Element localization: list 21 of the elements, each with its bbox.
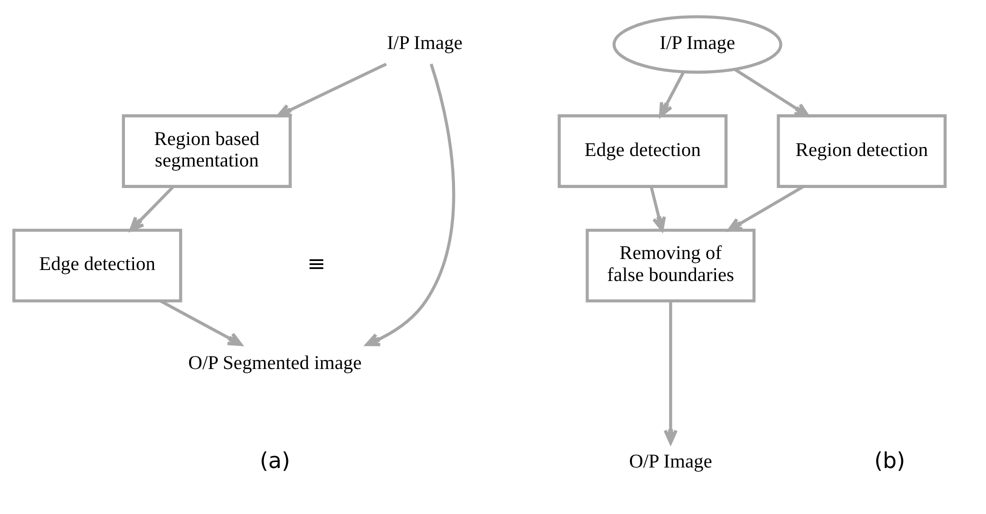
arrow — [726, 184, 804, 232]
label: (b) — [874, 448, 905, 474]
arrow — [733, 68, 809, 117]
node-box: Removing of false boundaries — [585, 228, 756, 302]
arrow — [658, 70, 684, 117]
node-box: Edge detection — [12, 228, 182, 302]
node-text: I/P Image — [386, 32, 462, 54]
node-ellipse: I/P Image — [612, 14, 782, 74]
arrow — [128, 185, 174, 231]
node-box: Region based segmentation — [121, 114, 292, 188]
label: (a) — [259, 448, 290, 474]
arrow — [663, 300, 678, 444]
label: ≡ — [306, 251, 326, 276]
node-box: Region detection — [776, 114, 946, 188]
arrow — [364, 63, 455, 346]
arrow — [276, 62, 386, 117]
node-box: Edge detection — [557, 114, 728, 188]
node-text: O/P Segmented image — [188, 352, 362, 374]
arrow — [649, 186, 666, 231]
arrow — [159, 299, 242, 346]
node-text: O/P Image — [628, 450, 712, 472]
